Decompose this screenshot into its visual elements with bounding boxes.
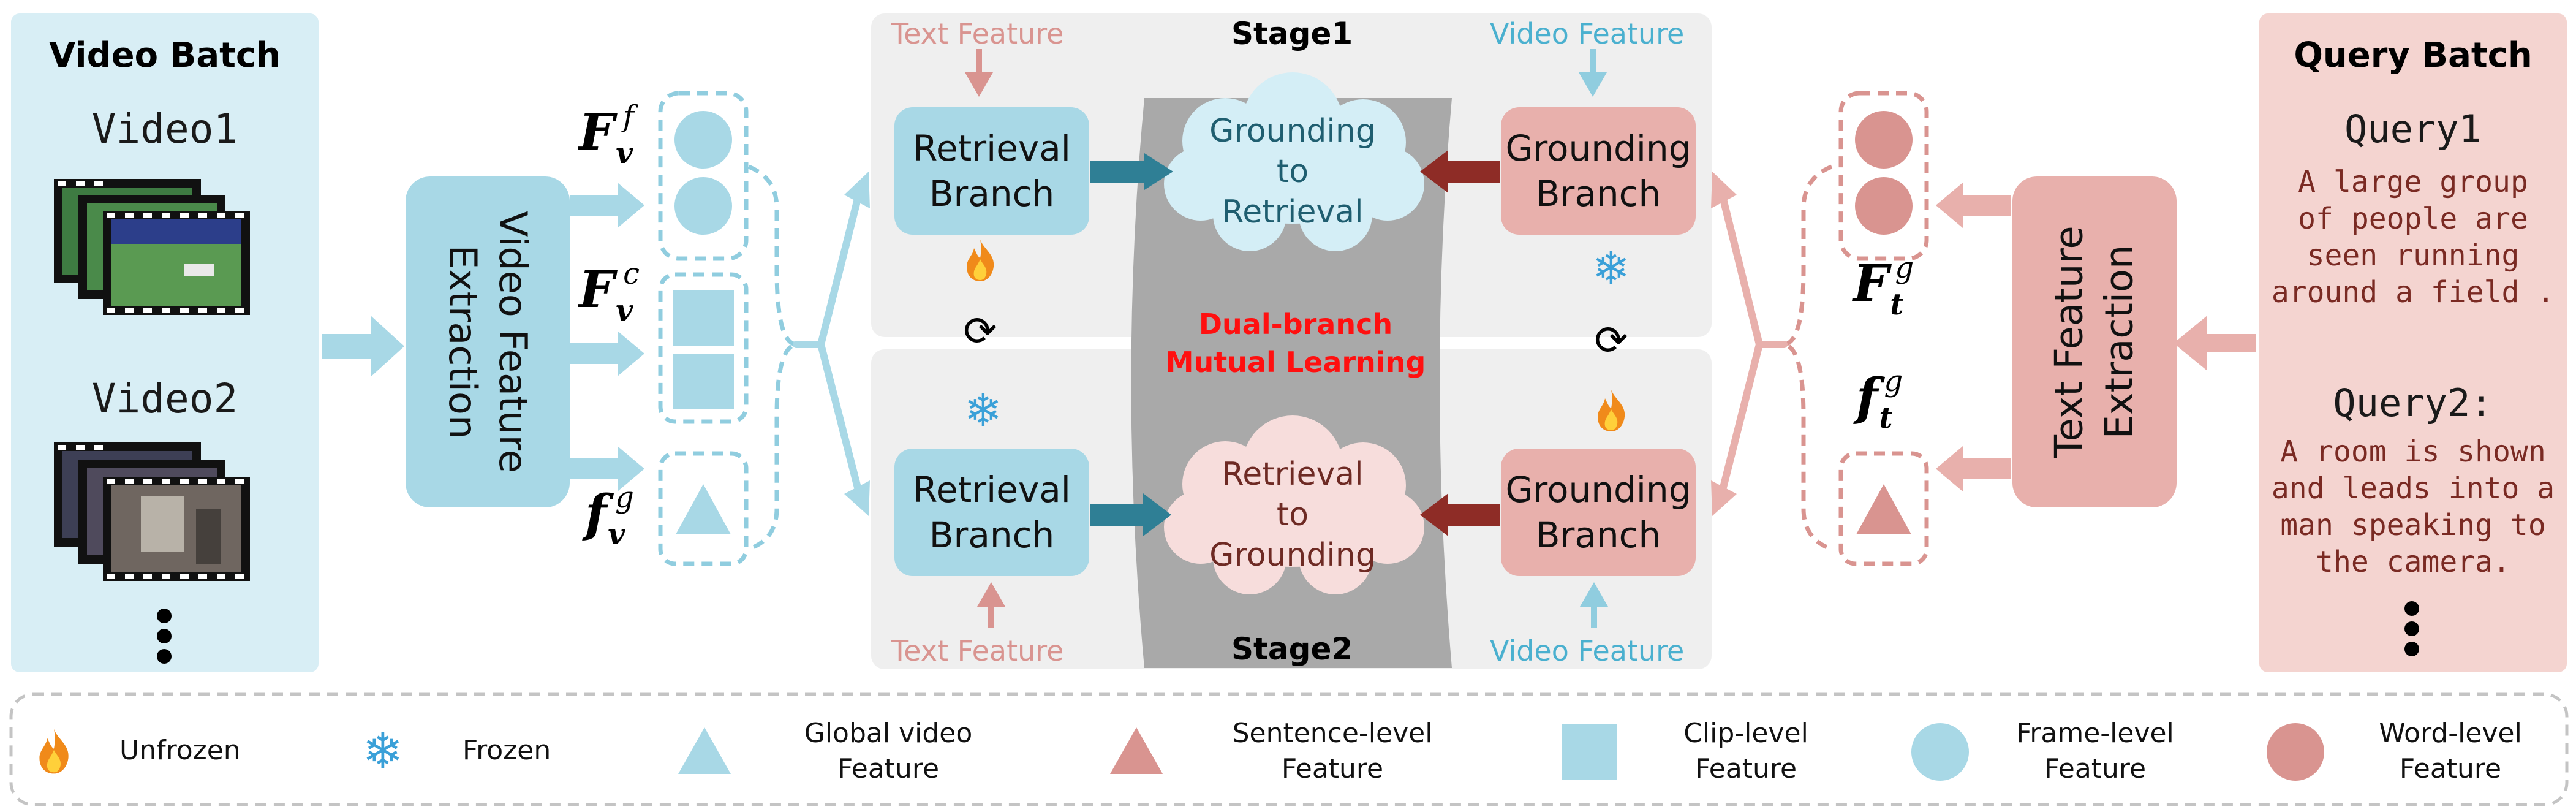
- word-feature-circle-2: [1855, 177, 1913, 235]
- stage2-retrieval-box: [894, 449, 1089, 576]
- stage1-retrieval-label: Retrieval Branch: [913, 127, 1071, 214]
- global-feature-symbol: fvg: [585, 480, 634, 552]
- stage1-label: Stage1: [1231, 16, 1353, 51]
- word-feature-circle-1: [1855, 111, 1913, 169]
- video-input-arrow: [322, 316, 404, 377]
- legend-blue-square-icon: [1562, 724, 1617, 780]
- legend-frozen-label: Frozen: [463, 735, 551, 766]
- video-branch-arrows: [793, 183, 864, 503]
- text-extraction-label: Text Feature Extraction: [2047, 226, 2142, 458]
- stage1-cloud: [1164, 72, 1424, 251]
- query-batch-panel: [2259, 13, 2567, 672]
- stage1-text-feature-label: Text Feature: [891, 17, 1064, 50]
- legend-box: [9, 692, 2569, 806]
- text-extraction-box: [2012, 176, 2177, 507]
- stage1-grounding-label: Grounding Branch: [1505, 127, 1691, 214]
- legend-flame-icon: [29, 725, 78, 777]
- legend-red-triangle-icon: [1109, 726, 1164, 775]
- legend-frame-level-label: Frame-level Feature: [2016, 718, 2174, 784]
- video1-label: Video1: [91, 105, 238, 153]
- legend-red-circle-icon: [2267, 723, 2324, 781]
- stage1-video-feature-label: Video Feature: [1490, 17, 1685, 50]
- legend-clip-level-label: Clip-level Feature: [1683, 718, 1808, 784]
- video-batch-title: Video Batch: [49, 35, 281, 75]
- video-extraction-label: Video Feature Extraction: [440, 211, 536, 473]
- video-feature-bracket: [747, 164, 797, 552]
- stage2-label: Stage2: [1231, 631, 1353, 667]
- stage2-text-feature-label: Text Feature: [891, 634, 1064, 667]
- clip-feature-container: [658, 272, 749, 424]
- stage1-grounding-arrow: [1447, 161, 1500, 183]
- sentence-feature-symbol: ftg: [1856, 364, 1903, 435]
- sentence-feature-container: [1838, 451, 1929, 566]
- video2-filmstrip: [54, 442, 250, 581]
- frame-feature-circle-1: [674, 111, 732, 169]
- stage2-cloud: [1164, 415, 1424, 594]
- mutual-learning-label: Dual-branch Mutual Learning: [1165, 308, 1426, 379]
- frame-feature-container: [658, 91, 749, 261]
- text-feature-arrows: [1936, 183, 2011, 491]
- video-more-dots: [157, 609, 172, 664]
- sentence-feature-triangle: [1856, 484, 1911, 534]
- global-feature-triangle: [676, 484, 731, 534]
- flame-icon: [959, 236, 1002, 285]
- refresh-icon: ⟳: [963, 307, 997, 355]
- snowflake-icon: ❄: [964, 384, 1002, 437]
- stage2-video-feature-label: Video Feature: [1490, 634, 1685, 667]
- video1-filmstrip: [54, 179, 250, 315]
- text-feature-bracket: [1783, 164, 1833, 552]
- clip-feature-square-1: [673, 290, 734, 346]
- video-extraction-label-wrap: Video Feature Extraction: [406, 176, 570, 507]
- word-feature-symbol: Ftg: [1853, 251, 1914, 322]
- refresh-icon: ⟳: [1594, 316, 1628, 364]
- query2-text: A room is shown and leads into a man spe…: [2271, 434, 2555, 579]
- video-extraction-box: [406, 176, 570, 507]
- stage2-retrieval-label: Retrieval Branch: [913, 469, 1071, 556]
- legend-blue-circle-icon: [1911, 723, 1969, 781]
- stage1-retrieval-box: [894, 107, 1089, 235]
- legend-global-video-label: Global video Feature: [804, 718, 973, 784]
- word-feature-container: [1838, 91, 1929, 261]
- stage1-cloud-label: Grounding to Retrieval: [1209, 113, 1376, 230]
- legend-sentence-level-label: Sentence-level Feature: [1232, 718, 1433, 784]
- frame-feature-circle-2: [674, 177, 732, 235]
- frame-feature-symbol: Fvf: [579, 99, 634, 170]
- query-batch-title: Query Batch: [2294, 35, 2533, 75]
- legend-blue-triangle-icon: [677, 726, 732, 775]
- stage2-grounding-label: Grounding Branch: [1505, 469, 1691, 556]
- text-branch-arrows: [1717, 183, 1788, 503]
- legend-word-level-label: Word-level Feature: [2379, 718, 2522, 784]
- stage1-grounding-box: [1501, 107, 1696, 235]
- clip-feature-symbol: Fvc: [579, 257, 640, 328]
- video2-label: Video2: [91, 374, 238, 422]
- flame-icon: [1590, 386, 1633, 435]
- query-input-arrow: [2174, 316, 2256, 371]
- legend-unfrozen-label: Unfrozen: [119, 735, 241, 766]
- snowflake-icon: ❄: [1592, 242, 1630, 295]
- legend-snowflake-icon: ❄: [362, 722, 404, 780]
- query2-title: Query2:: [2333, 380, 2493, 425]
- clip-feature-square-2: [673, 354, 734, 409]
- stage2-retrieval-arrow: [1090, 504, 1144, 526]
- stage2-grounding-arrow: [1447, 504, 1500, 526]
- stage2-cloud-label: Retrieval to Grounding: [1209, 456, 1376, 574]
- video-feature-arrows: [570, 183, 644, 491]
- query1-title: Query1: [2344, 106, 2482, 151]
- text-extraction-label-wrap: Text Feature Extraction: [2012, 176, 2177, 507]
- stage2-grounding-box: [1501, 449, 1696, 576]
- global-feature-container: [658, 451, 749, 566]
- query1-text: A large group of people are seen running…: [2271, 165, 2555, 309]
- query-more-dots: [2404, 601, 2419, 656]
